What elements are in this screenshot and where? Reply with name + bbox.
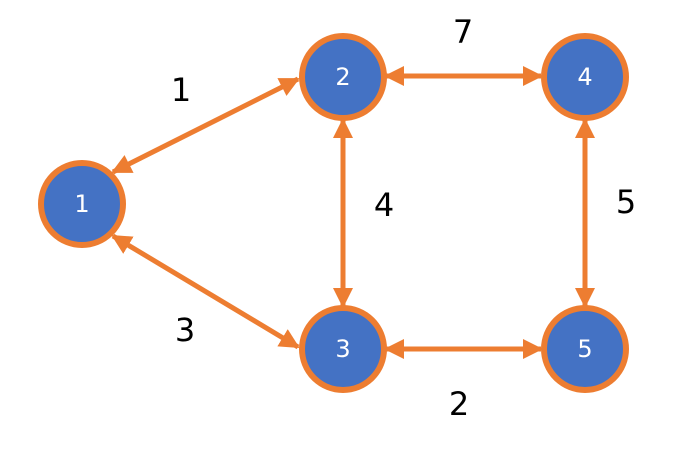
edge-1-3 bbox=[111, 233, 300, 350]
edges bbox=[111, 66, 595, 359]
node-1-label: 1 bbox=[74, 190, 89, 218]
weight-label-2-4: 7 bbox=[453, 13, 473, 51]
edge-weights: 1 3 7 4 5 2 bbox=[171, 13, 636, 423]
weight-label-1-2: 1 bbox=[171, 71, 191, 109]
node-5: 5 bbox=[541, 305, 629, 393]
node-3-label: 3 bbox=[335, 335, 350, 363]
node-5-label: 5 bbox=[577, 335, 592, 363]
node-1-circle bbox=[38, 160, 126, 248]
weight-label-3-5: 2 bbox=[449, 385, 469, 423]
node-3-circle bbox=[299, 305, 387, 393]
weight-label-4-5: 5 bbox=[616, 183, 636, 221]
node-2: 2 bbox=[299, 33, 387, 121]
node-2-label: 2 bbox=[335, 63, 350, 91]
node-4: 4 bbox=[541, 33, 629, 121]
edge-1-2 bbox=[111, 76, 300, 175]
weight-label-2-3: 4 bbox=[374, 186, 394, 224]
node-4-label: 4 bbox=[577, 63, 592, 91]
node-3: 3 bbox=[299, 305, 387, 393]
node-5-circle bbox=[541, 305, 629, 393]
node-2-circle bbox=[299, 33, 387, 121]
nodes: 1 2 3 4 5 bbox=[38, 33, 629, 393]
node-1: 1 bbox=[38, 160, 126, 248]
weight-label-1-3: 3 bbox=[175, 311, 195, 349]
node-4-circle bbox=[541, 33, 629, 121]
